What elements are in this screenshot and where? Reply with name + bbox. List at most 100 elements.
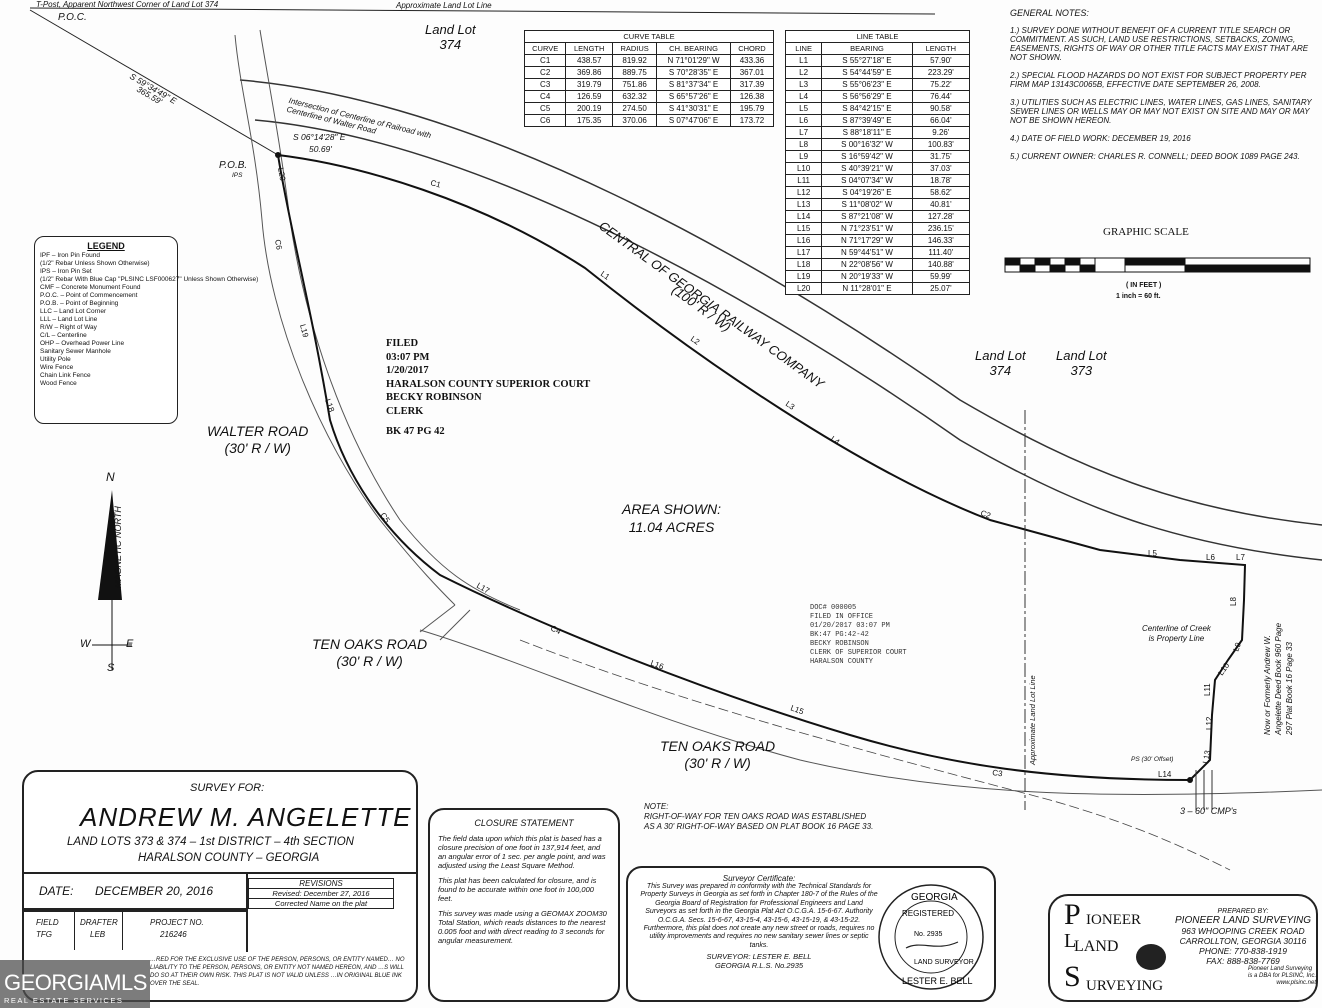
- county-line: HARALSON COUNTY – GEORGIA: [138, 852, 320, 864]
- ten-oaks-road-south: [419, 629, 1322, 796]
- table-cell: N 11°28'01" E: [821, 282, 913, 295]
- table-cell: 433.36: [729, 54, 775, 67]
- logo-p: P: [1064, 898, 1081, 931]
- note-1: 1.) SURVEY DONE WITHOUT BENEFIT OF A CUR…: [1010, 26, 1309, 62]
- survey-date: DECEMBER 20, 2016: [95, 884, 214, 898]
- property-boundary: [276, 153, 1247, 782]
- project-label: PROJECT NO.: [150, 918, 204, 927]
- land-lots-line: LAND LOTS 373 & 374 – 1st DISTRICT – 4th…: [67, 836, 354, 848]
- graphic-scale-unit: ( IN FEET ): [1126, 282, 1162, 289]
- table-cell: L16: [784, 234, 823, 247]
- table-cell: 100.83': [911, 138, 971, 151]
- svg-text:L18: L18: [323, 398, 336, 414]
- note-4: 4.) DATE OF FIELD WORK: DECEMBER 19, 201…: [1010, 134, 1191, 143]
- table-cell: 59.99': [911, 270, 971, 283]
- closure-title: CLOSURE STATEMENT: [474, 818, 574, 828]
- legend-item: P.O.B. – Point of Beginning: [40, 300, 119, 307]
- table-cell: S 65°57'26" E: [656, 90, 731, 103]
- table-cell: 175.35: [565, 114, 614, 127]
- table-cell: 75.22': [911, 78, 971, 91]
- table-cell: S 54°44'59" E: [821, 66, 913, 79]
- table-cell: 317.39: [729, 78, 775, 91]
- table-cell: 25.07': [911, 282, 971, 295]
- table-cell: S 55°27'18" E: [821, 54, 913, 67]
- table-cell: S 40°39'21" W: [821, 162, 913, 175]
- table-cell: S 41°30'31" E: [656, 102, 731, 115]
- table-cell: 751.86: [612, 78, 658, 91]
- company-block: P IONEER L LAND S URVEYING PREPARED BY: …: [1048, 894, 1318, 1002]
- closure-statement: CLOSURE STATEMENT The field data upon wh…: [428, 808, 620, 1002]
- legend-item: OHP – Overhead Power Line: [40, 340, 125, 347]
- table-cell: S 81°37'34" E: [656, 78, 731, 91]
- table-cell: L12: [784, 186, 823, 199]
- magnetic-north-label: MAGNETIC NORTH: [113, 506, 123, 588]
- svg-text:C4: C4: [549, 624, 563, 637]
- table-cell: 57.90': [911, 54, 971, 67]
- table-cell: L6: [784, 114, 823, 127]
- table-cell: N 71°01'29" W: [656, 54, 731, 67]
- table-cell: 438.57: [565, 54, 614, 67]
- legend-item: IPF – Iron Pin Found: [40, 252, 100, 259]
- table-cell: L18: [784, 258, 823, 271]
- table-cell: N 71°17'29" W: [821, 234, 913, 247]
- table-cell: N 71°23'51" W: [821, 222, 913, 235]
- svg-text:C3: C3: [992, 768, 1004, 778]
- general-notes-title: GENERAL NOTES:: [1010, 8, 1089, 18]
- graphic-scale-ratio: 1 inch = 60 ft.: [1116, 293, 1161, 300]
- land-lot-line-top: [29, 7, 936, 15]
- table-cell: 889.75: [612, 66, 658, 79]
- graphic-scale-title: GRAPHIC SCALE: [1103, 226, 1189, 238]
- svg-text:L13: L13: [1201, 749, 1212, 764]
- land-lot-line-label: Approximate Land Lot Line: [396, 1, 492, 10]
- table-cell: L11: [784, 174, 823, 187]
- table-cell: N 20°19'33" W: [821, 270, 913, 283]
- table-cell: L9: [784, 150, 823, 163]
- land-lot-374b-label: Land Lot 374: [975, 348, 1026, 378]
- svg-text:L12: L12: [1205, 716, 1214, 730]
- culvert-pipes: [1195, 770, 1213, 810]
- walter-road-east: [259, 29, 521, 611]
- line-table-header: LINE BEARING LENGTH: [784, 42, 971, 55]
- table-cell: 18.78': [911, 174, 971, 187]
- land-lot-373-label: Land Lot 373: [1056, 348, 1107, 378]
- note-3: 3.) UTILITIES SUCH AS ELECTRIC LINES, WA…: [1010, 98, 1312, 125]
- table-cell: 58.62': [911, 186, 971, 199]
- table-cell: 274.50: [612, 102, 658, 115]
- table-cell: 173.72: [729, 114, 775, 127]
- table-cell: 66.04': [911, 114, 971, 127]
- table-cell: L14: [784, 210, 823, 223]
- table-cell: S 04°19'26" E: [821, 186, 913, 199]
- table-cell: 195.79: [729, 102, 775, 115]
- table-cell: 111.40': [911, 246, 971, 259]
- line-table-title: LINE TABLE: [785, 30, 970, 43]
- poc-label: P.O.C.: [58, 12, 87, 23]
- north-label: N: [106, 470, 115, 484]
- filed-stamp: FILED 03:07 PM 1/20/2017 HARALSON COUNTY…: [386, 338, 591, 437]
- table-cell: L3: [784, 78, 823, 91]
- svg-text:L8: L8: [1229, 597, 1238, 606]
- table-cell: S 88°18'11" E: [821, 126, 913, 139]
- cmp-label: 3 – 60" CMP's: [1180, 806, 1237, 816]
- legend-item: IPS – Iron Pin Set: [40, 268, 92, 275]
- ips-label: IPS: [232, 172, 243, 179]
- table-cell: S 87°21'08" W: [821, 210, 913, 223]
- table-cell: S 04°07'34" W: [821, 174, 913, 187]
- walter-road-west: [234, 34, 456, 606]
- ten-oaks-road-label-2: TEN OAKS ROAD (30' R / W): [660, 738, 776, 771]
- row-note: NOTE: RIGHT-OF-WAY FOR TEN OAKS ROAD WAS…: [644, 802, 874, 831]
- svg-text:L7: L7: [1236, 553, 1245, 562]
- pob-pin: [275, 152, 281, 158]
- table-cell: N 59°44'51" W: [821, 246, 913, 259]
- table-cell: C3: [523, 78, 567, 91]
- scale-bar: [1004, 257, 1311, 273]
- project-value: 216246: [160, 930, 187, 939]
- disclaimer: …RED FOR THE EXCLUSIVE USE OF THE PERSON…: [150, 957, 405, 987]
